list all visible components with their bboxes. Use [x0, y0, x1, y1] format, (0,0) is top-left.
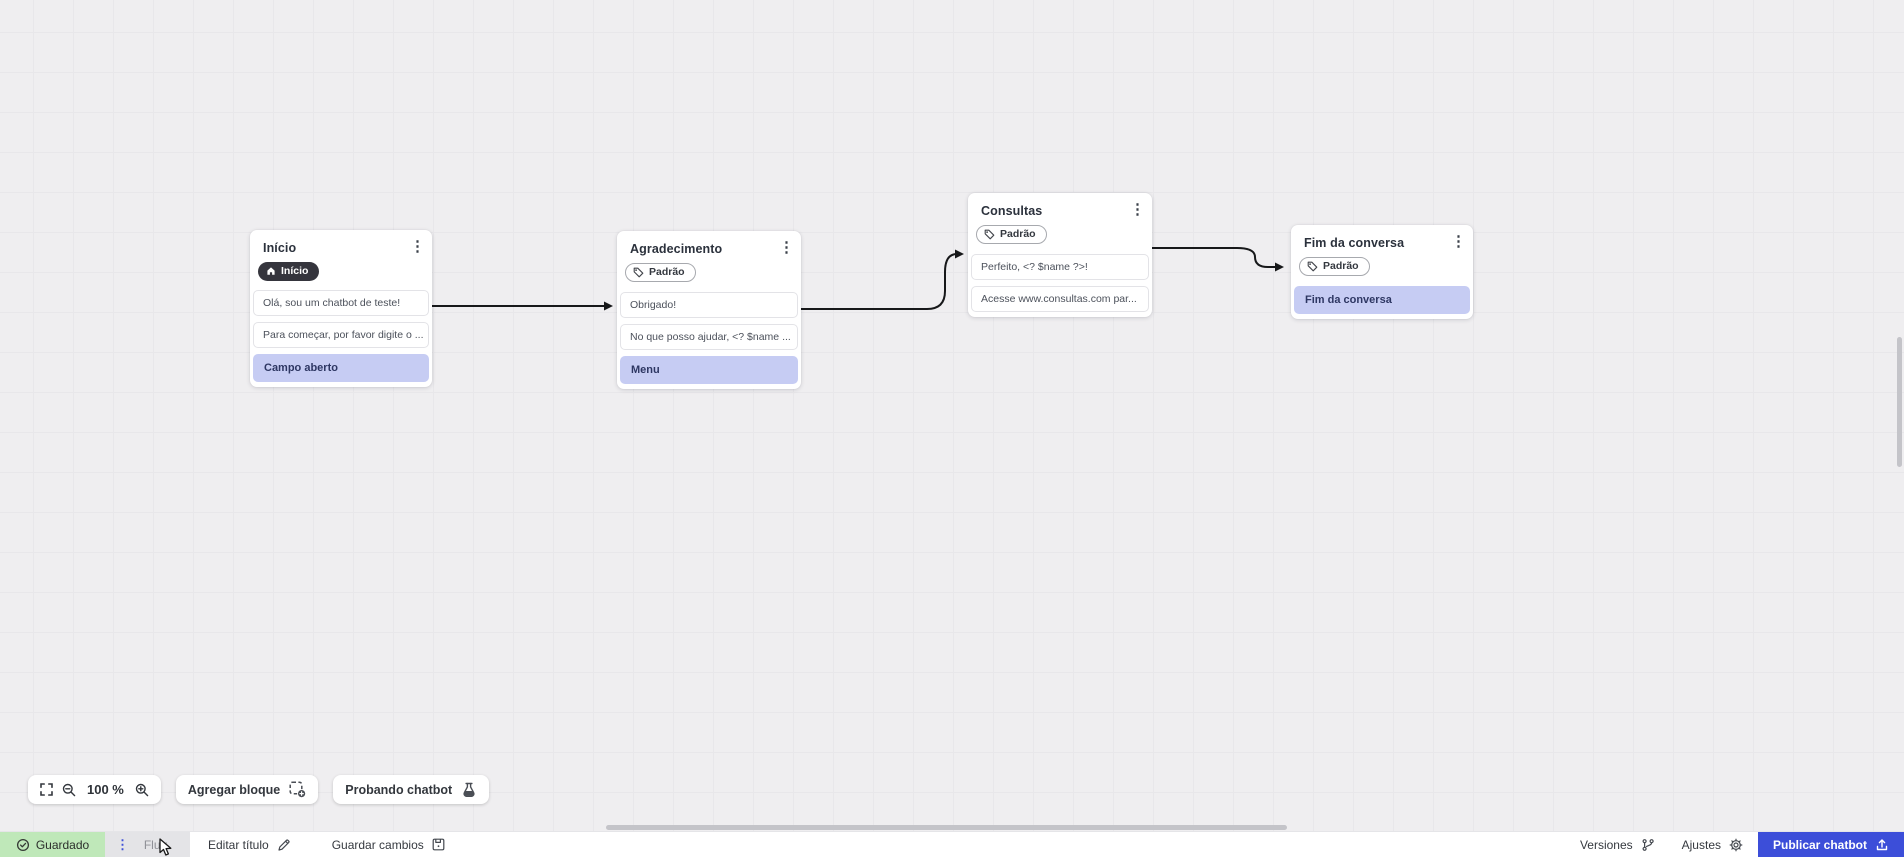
flow-connectors	[432, 247, 1284, 311]
save-icon	[432, 838, 445, 851]
node-menu-icon[interactable]: ⋮	[779, 239, 794, 256]
message-item[interactable]: Olá, sou um chatbot de teste!	[253, 290, 429, 317]
add-block-icon	[289, 781, 306, 798]
menu-item[interactable]: Menu	[620, 356, 798, 384]
flow-node-agradecimento[interactable]: Agradecimento ⋮ Padrão Obrigado! No que …	[617, 231, 801, 389]
zoom-out-icon	[62, 783, 76, 796]
tab-fluir[interactable]: ⋮ Fluir	[105, 832, 190, 857]
branch-icon	[1642, 838, 1654, 851]
node-menu-icon[interactable]: ⋮	[410, 238, 425, 255]
tag-icon	[633, 267, 644, 278]
versions-button[interactable]: Versiones	[1580, 832, 1655, 857]
zoom-controls: 100 %	[28, 775, 161, 804]
zoom-in-icon	[135, 783, 149, 796]
tag-icon	[1307, 261, 1318, 272]
test-chatbot-button[interactable]: Probando chatbot	[333, 775, 490, 804]
save-changes-button[interactable]: Guardar cambios	[332, 832, 445, 857]
open-field-item[interactable]: Campo aberto	[253, 354, 429, 383]
arrowhead	[1275, 262, 1284, 272]
settings-button[interactable]: Ajustes	[1682, 832, 1743, 857]
flow-node-inicio[interactable]: Início ⋮ Início Olá, sou um chatbot de t…	[250, 230, 432, 388]
arrowhead	[604, 301, 613, 311]
end-conversation-item[interactable]: Fim da conversa	[1294, 286, 1470, 314]
tab-fluir-label: Fluir	[143, 837, 168, 852]
saved-label: Guardado	[35, 837, 90, 852]
start-badge: Início	[258, 262, 320, 281]
settings-label: Ajustes	[1681, 837, 1721, 852]
gear-icon	[1729, 838, 1743, 851]
node-title: Fim da conversa	[1304, 236, 1405, 250]
check-circle-icon	[16, 838, 29, 851]
arrowhead	[955, 249, 964, 259]
edit-title-button[interactable]: Editar título	[208, 832, 291, 857]
fullscreen-button[interactable]	[40, 783, 53, 796]
default-badge: Padrão	[1299, 257, 1370, 276]
node-menu-icon[interactable]: ⋮	[1130, 201, 1145, 218]
tag-icon	[984, 229, 995, 240]
home-icon	[267, 267, 275, 276]
node-title: Início	[263, 241, 297, 255]
zoom-out-button[interactable]	[62, 783, 76, 797]
node-menu-icon[interactable]: ⋮	[1451, 233, 1466, 250]
flow-node-fim[interactable]: Fim da conversa ⋮ Padrão Fim da conversa	[1291, 225, 1473, 319]
pencil-icon	[278, 838, 290, 851]
fullscreen-icon	[40, 783, 53, 796]
publish-chatbot-button[interactable]: Publicar chatbot	[1758, 832, 1904, 857]
versions-label: Versiones	[1579, 837, 1633, 852]
test-chatbot-label: Probando chatbot	[345, 782, 453, 797]
edit-title-label: Editar título	[208, 837, 269, 852]
vertical-scrollbar[interactable]	[1897, 337, 1902, 467]
add-block-label: Agregar bloque	[187, 782, 281, 797]
flask-icon	[463, 782, 475, 797]
node-title: Consultas	[981, 204, 1043, 218]
zoom-level: 100 %	[87, 782, 124, 797]
status-bar: Guardado ⋮ Fluir Editar título Guardar c…	[0, 831, 1904, 857]
badge-label: Padrão	[649, 266, 685, 279]
message-item[interactable]: Para começar, por favor digite o ...	[253, 322, 429, 349]
edge-agradecimento-consultas	[801, 253, 958, 310]
zoom-in-button[interactable]	[135, 783, 149, 797]
upload-icon	[1876, 838, 1888, 850]
badge-label: Início	[281, 265, 309, 277]
canvas-toolbar: 100 % Agregar bloque Probando chatbot	[28, 775, 490, 804]
default-badge: Padrão	[625, 263, 696, 282]
save-changes-label: Guardar cambios	[331, 837, 424, 852]
statusbar-spacer	[445, 832, 1580, 857]
badge-label: Padrão	[1323, 260, 1359, 273]
badge-label: Padrão	[1000, 228, 1036, 241]
flow-canvas[interactable]: Início ⋮ Início Olá, sou um chatbot de t…	[0, 0, 1904, 831]
flow-node-consultas[interactable]: Consultas ⋮ Padrão Perfeito, <? $name ?>…	[968, 193, 1152, 317]
message-item[interactable]: Perfeito, <? $name ?>!	[971, 254, 1149, 280]
drag-handle-icon[interactable]: ⋮	[116, 836, 129, 852]
horizontal-scrollbar[interactable]	[606, 825, 1287, 830]
message-item[interactable]: Obrigado!	[620, 292, 798, 318]
publish-label: Publicar chatbot	[1772, 837, 1867, 852]
message-item[interactable]: Acesse www.consultas.com par...	[971, 286, 1149, 312]
saved-status: Guardado	[0, 832, 105, 857]
default-badge: Padrão	[976, 225, 1047, 244]
add-block-button[interactable]: Agregar bloque	[175, 775, 319, 804]
edge-consultas-fim	[1151, 247, 1275, 268]
message-item[interactable]: No que posso ajudar, <? $name ...	[620, 324, 798, 350]
node-title: Agradecimento	[630, 242, 723, 256]
